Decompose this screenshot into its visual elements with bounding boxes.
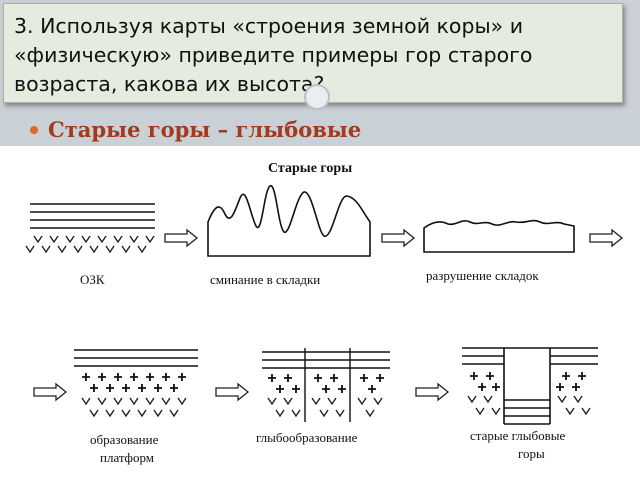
stage-destruction: разрушение складок <box>424 221 574 283</box>
label-old-blocks-line2: горы <box>518 446 545 461</box>
granite-marks <box>26 236 154 252</box>
arrow-3-icon <box>590 230 622 246</box>
stage-ozk: ОЗК <box>26 204 155 287</box>
arrow-5-icon <box>216 384 248 400</box>
label-blocks: глыбообразование <box>256 430 358 445</box>
label-platform-line1: образование <box>90 432 159 447</box>
label-ozk: ОЗК <box>80 272 105 287</box>
stage-platform: образование платформ <box>74 350 198 465</box>
arrow-1-icon <box>165 230 197 246</box>
stage-old-block-mountains: старые глыбовые горы <box>462 348 598 461</box>
label-folding: сминание в складки <box>210 272 320 287</box>
stage-folding: сминание в складки <box>208 186 370 287</box>
arrow-6-icon <box>416 384 448 400</box>
stage-blocks: глыбообразование <box>256 348 390 445</box>
arrow-4-icon <box>34 384 66 400</box>
label-old-blocks-line1: старые глыбовые <box>470 428 566 443</box>
diagram-title: Старые горы <box>268 161 352 176</box>
label-platform-line2: платформ <box>100 450 154 465</box>
label-destruction: разрушение складок <box>426 268 539 283</box>
arrow-2-icon <box>382 230 414 246</box>
